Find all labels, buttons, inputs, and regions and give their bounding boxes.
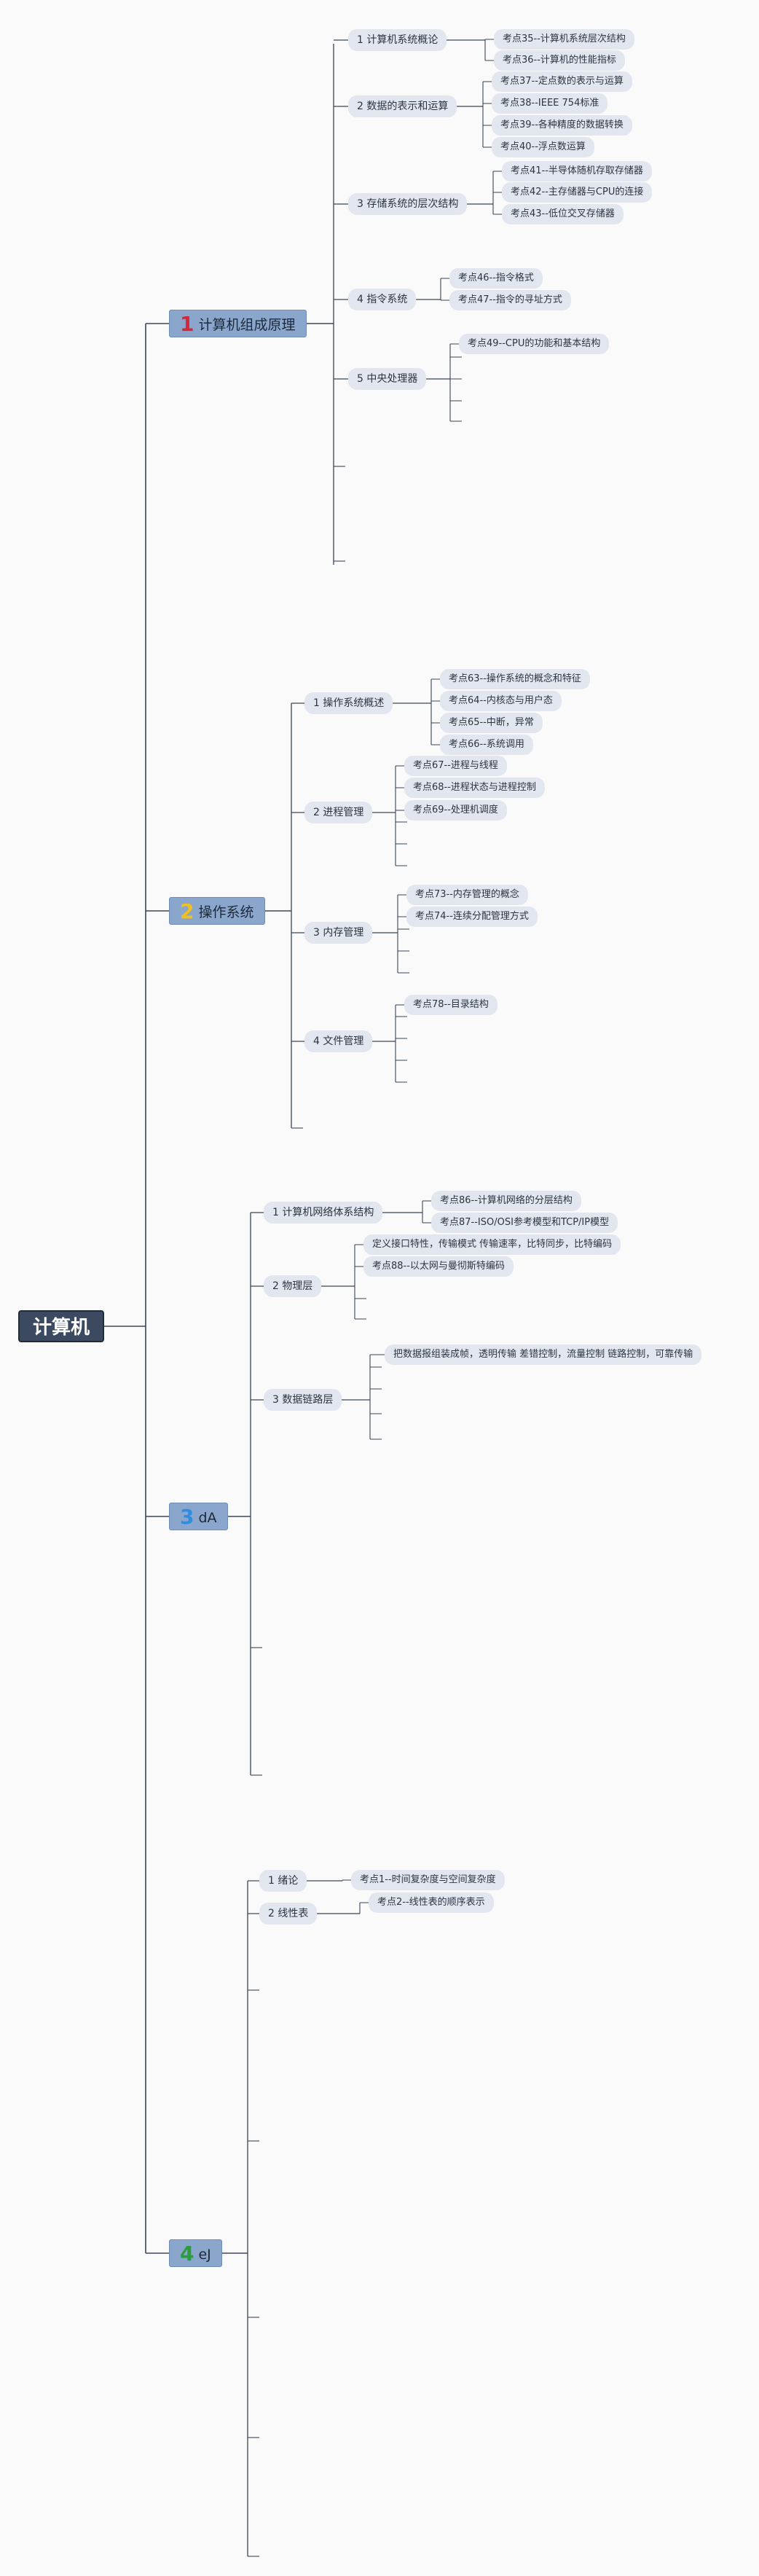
sub-data-representation[interactable]: 2 数据的表示和运算 — [348, 95, 457, 117]
leaf-node[interactable]: 考点46--指令格式 — [449, 268, 543, 289]
sub-cpu[interactable]: 5 中央处理器 — [348, 368, 427, 390]
leaf-node[interactable]: 考点41--半导体随机存取存储器 — [502, 161, 652, 181]
leaf-node[interactable]: 考点35--计算机系统层次结构 — [494, 29, 634, 50]
leaf-node[interactable]: 考点78--目录结构 — [404, 995, 498, 1015]
sub-network-architecture[interactable]: 1 计算机网络体系结构 — [264, 1202, 383, 1224]
leaf-node[interactable]: 考点39--各种精度的数据转换 — [492, 115, 632, 136]
branch-number: 1 — [180, 312, 194, 336]
root-node[interactable]: 计算机 — [18, 1310, 105, 1342]
branch-label: dA — [198, 1510, 217, 1526]
branch-number: 3 — [180, 1505, 194, 1529]
branch-number: 2 — [180, 899, 194, 923]
leaf-node[interactable]: 考点42--主存储器与CPU的连接 — [502, 182, 653, 203]
leaf-node[interactable]: 考点64--内核态与用户态 — [440, 691, 562, 711]
leaf-node[interactable]: 考点68--进程状态与进程控制 — [404, 778, 545, 798]
leaf-node[interactable]: 考点74--连续分配管理方式 — [406, 907, 538, 927]
leaf-node[interactable]: 考点86--计算机网络的分层结构 — [431, 1191, 581, 1211]
leaf-node[interactable]: 定义接口特性，传输模式 传输速率，比特同步，比特编码 — [363, 1234, 621, 1255]
sub-introduction[interactable]: 1 绪论 — [259, 1870, 307, 1892]
leaf-node[interactable]: 考点36--计算机的性能指标 — [494, 50, 625, 71]
leaf-node[interactable]: 考点43--低位交叉存储器 — [502, 204, 624, 224]
branch-number: 4 — [180, 2242, 194, 2266]
leaf-node[interactable]: 考点67--进程与线程 — [404, 756, 507, 776]
sub-file-management[interactable]: 4 文件管理 — [304, 1030, 373, 1052]
sub-instruction-system[interactable]: 4 指令系统 — [348, 289, 417, 310]
branch-label: 操作系统 — [198, 904, 254, 920]
leaf-node[interactable]: 考点38--IEEE 754标准 — [492, 93, 608, 114]
branch-label: eJ — [198, 2247, 211, 2263]
sub-memory-management[interactable]: 3 内存管理 — [304, 922, 373, 944]
leaf-node[interactable]: 考点88--以太网与曼彻斯特编码 — [363, 1256, 514, 1277]
leaf-node[interactable]: 考点47--指令的寻址方式 — [449, 290, 571, 310]
sub-physical-layer[interactable]: 2 物理层 — [264, 1275, 322, 1297]
sub-system-overview[interactable]: 1 计算机系统概论 — [348, 29, 447, 51]
sub-data-link-layer[interactable]: 3 数据链路层 — [264, 1389, 342, 1411]
leaf-node[interactable]: 考点87--ISO/OSI参考模型和TCP/IP模型 — [431, 1213, 618, 1233]
sub-os-overview[interactable]: 1 操作系统概述 — [304, 692, 393, 714]
leaf-node[interactable]: 考点49--CPU的功能和基本结构 — [459, 334, 610, 354]
leaf-node[interactable]: 考点2--线性表的顺序表示 — [369, 1892, 494, 1913]
leaf-node[interactable]: 考点65--中断，异常 — [440, 713, 543, 733]
leaf-node[interactable]: 考点73--内存管理的概念 — [406, 885, 528, 905]
leaf-node[interactable]: 考点63--操作系统的概念和特征 — [440, 669, 590, 689]
leaf-node[interactable]: 把数据报组装成帧，透明传输 差错控制，流量控制 链路控制，可靠传输 — [385, 1344, 702, 1365]
leaf-node[interactable]: 考点69--处理机调度 — [404, 800, 507, 821]
sub-process-management[interactable]: 2 进程管理 — [304, 802, 373, 823]
sub-linear-list[interactable]: 2 线性表 — [259, 1903, 318, 1925]
leaf-node[interactable]: 考点1--时间复杂度与空间复杂度 — [351, 1870, 505, 1890]
leaf-node[interactable]: 考点66--系统调用 — [440, 735, 533, 755]
leaf-node[interactable]: 考点37--定点数的表示与运算 — [492, 71, 632, 92]
branch-label: 计算机组成原理 — [198, 317, 296, 333]
leaf-node[interactable]: 考点40--浮点数运算 — [492, 137, 594, 157]
sub-memory-hierarchy[interactable]: 3 存储系统的层次结构 — [348, 193, 468, 215]
